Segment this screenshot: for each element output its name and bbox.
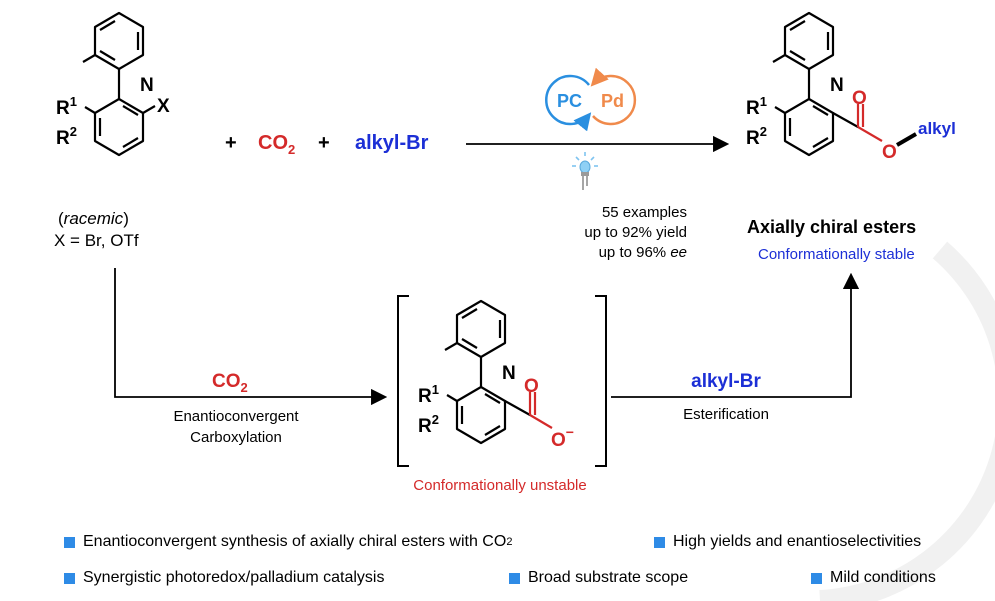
bullet-item: Mild conditions [811, 569, 936, 587]
co2-reagent: CO2 [258, 132, 295, 157]
bullet-square-icon [509, 572, 520, 584]
yield-range: up to 92% yield [584, 224, 687, 241]
right-bracket [595, 295, 607, 467]
intermediate-nitrogen: N [502, 363, 516, 384]
palladium-label: Pd [601, 91, 624, 111]
reactant-nitrogen: N [140, 75, 154, 96]
alkyl-bromide-lower-label: alkyl-Br [691, 371, 761, 392]
reactant-r2: R2 [56, 124, 77, 149]
bullet-square-icon [64, 572, 75, 584]
left-bracket [397, 295, 409, 467]
plus-sign-2: + [318, 132, 330, 154]
reactant-r1: R1 [56, 94, 77, 119]
plus-sign-1: + [225, 132, 237, 154]
bullet-square-icon [64, 536, 75, 548]
product-r2: R2 [746, 124, 767, 149]
reactant-x-atom: X [157, 96, 170, 117]
unstable-label: Conformationally unstable [413, 477, 586, 494]
esterification-label: Esterification [683, 406, 769, 423]
bullet-item: Synergistic photoredox/palladium catalys… [64, 569, 384, 587]
product-subtitle: Conformationally stable [758, 246, 915, 263]
photocatalyst-label: PC [557, 91, 582, 111]
dual-catalysis-cycles: PC Pd [545, 67, 637, 132]
bullet-item: High yields and enantioselectivities [654, 533, 921, 551]
led-light-icon [572, 152, 598, 190]
product-carbonyl-oxygen: O [852, 88, 867, 109]
carboxylation-arrow [114, 268, 388, 406]
product-alkyl-group: alkyl [918, 119, 956, 138]
reactant-structure: N X R1 R2 [56, 11, 170, 157]
carboxylation-label: Carboxylation [190, 429, 282, 446]
watermark-arc [819, 241, 995, 601]
enantioconvergent-label: Enantioconvergent [173, 408, 299, 425]
carboxylate-intermediate: N O O− R1 R2 [418, 299, 574, 451]
product-ether-oxygen: O [882, 142, 897, 163]
intermediate-carbonyl-oxygen: O [524, 376, 539, 397]
esterification-arrow [611, 272, 860, 398]
intermediate-r2: R2 [418, 412, 439, 437]
examples-count: 55 examples [602, 204, 687, 221]
product-title: Axially chiral esters [747, 217, 916, 237]
intermediate-oxide: O− [551, 424, 574, 451]
product-nitrogen: N [830, 75, 844, 96]
product-structure: N O O alkyl R1 R2 [746, 11, 956, 163]
racemic-label: (racemic) [58, 209, 129, 228]
bullet-item: Broad substrate scope [509, 569, 688, 587]
co2-lower-label: CO2 [212, 371, 248, 395]
intermediate-r1: R1 [418, 382, 439, 407]
bullet-item: Enantioconvergent synthesis of axially c… [64, 533, 512, 551]
bullet-square-icon [654, 536, 665, 548]
alkyl-bromide-reagent: alkyl-Br [355, 132, 429, 154]
bullet-square-icon [811, 572, 822, 584]
ee-range: up to 96% ee [599, 244, 687, 261]
x-definition: X = Br, OTf [54, 231, 139, 250]
product-r1: R1 [746, 94, 767, 119]
